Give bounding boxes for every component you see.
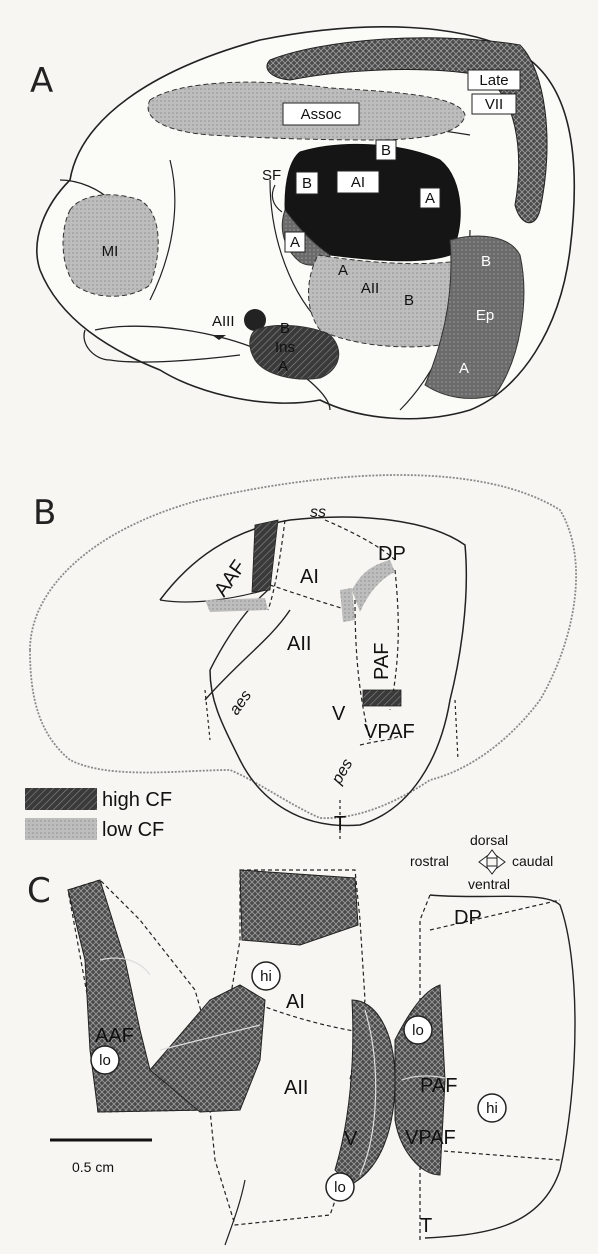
label-b-aaf: AAF (210, 556, 250, 600)
panel-b-letter: B (33, 493, 56, 533)
label-ai: AI (351, 174, 365, 191)
label-c-aii: AII (284, 1077, 308, 1099)
region-v-dark (335, 1000, 395, 1185)
arrow-right-icon (497, 856, 505, 868)
label-c-t: T (420, 1215, 432, 1237)
panel-c: C AAF AI AII DP PAF V VPAF T hi (27, 870, 575, 1245)
label-ins: Ins (275, 339, 295, 356)
svg-text:hi: hi (486, 1100, 498, 1117)
arrow-down-icon (486, 866, 498, 874)
label-c-paf: PAF (420, 1075, 457, 1097)
label-ep-b: B (481, 253, 491, 270)
orientation-compass: dorsal rostral caudal ventral (410, 832, 553, 892)
label-ss: ss (310, 504, 326, 521)
label-c-v: V (344, 1128, 358, 1150)
label-ins-b: B (280, 320, 290, 337)
svg-text:lo: lo (412, 1022, 424, 1039)
label-mi: MI (102, 243, 119, 260)
label-pes: pes (328, 756, 356, 788)
marker-hi-ai: hi (252, 962, 280, 990)
panel-b: B ss AAF AI DP AII PAF aes V VPAF p (25, 475, 576, 892)
label-ep: Ep (476, 307, 494, 324)
band-dp-low (352, 560, 395, 612)
svg-text:hi: hi (260, 968, 272, 985)
label-b-dp: DP (378, 543, 406, 565)
label-c-ai: AI (286, 991, 305, 1013)
label-b-t: T (334, 813, 346, 835)
legend-high-swatch (25, 788, 97, 810)
label-dorsal: dorsal (470, 832, 508, 848)
label-b-ai: AI (300, 566, 319, 588)
label-aiii: AIII (212, 313, 235, 330)
legend-high-label: high CF (102, 789, 172, 811)
label-aes: aes (226, 687, 255, 718)
label-c-vpaf: VPAF (405, 1127, 456, 1149)
marker-lo-paf: lo (404, 1016, 432, 1044)
label-assoc: Assoc (301, 106, 342, 123)
legend-low-label: low CF (102, 819, 164, 841)
legend: high CF low CF (25, 788, 172, 841)
band-paf-high (363, 690, 401, 706)
area-aii (308, 255, 458, 347)
panel-c-letter: C (27, 871, 51, 911)
label-ventral: ventral (468, 876, 510, 892)
label-c-dp: DP (454, 907, 482, 929)
marker-hi-paf: hi (478, 1094, 506, 1122)
arrow-left-icon (479, 856, 487, 868)
band-aaf-low (205, 598, 268, 612)
label-ai-a-bottom: A (290, 234, 300, 251)
label-sf: SF (262, 167, 281, 184)
label-aii: AII (361, 280, 379, 297)
label-b-aii: AII (287, 633, 311, 655)
label-c-aaf: AAF (95, 1025, 134, 1047)
label-rostral: rostral (410, 853, 449, 869)
label-ins-a: A (278, 358, 288, 375)
scale-bar-label: 0.5 cm (72, 1159, 114, 1175)
band-aaf-high (252, 520, 278, 592)
panel-a: A Late VII Assoc MI B B AI A SF (30, 27, 574, 419)
region-ai-dark (240, 870, 358, 945)
label-vii: VII (485, 96, 503, 113)
label-ep-a: A (459, 360, 469, 377)
label-aii-b: B (404, 292, 414, 309)
legend-low-swatch (25, 818, 97, 840)
marker-lo-v: lo (326, 1173, 354, 1201)
label-late: Late (479, 72, 508, 89)
arrow-up-icon (486, 850, 498, 858)
panel-a-letter: A (30, 61, 53, 101)
label-caudal: caudal (512, 853, 553, 869)
label-b-paf: PAF (371, 643, 393, 680)
label-ai-b-left: B (302, 175, 312, 192)
svg-text:lo: lo (334, 1179, 346, 1196)
label-ai-a-right: A (425, 190, 435, 207)
label-b-v: V (332, 703, 346, 725)
label-b-vpaf: VPAF (364, 721, 415, 743)
label-aii-a: A (338, 262, 348, 279)
marker-lo-aaf: lo (91, 1046, 119, 1074)
label-ai-b-top: B (381, 142, 391, 159)
svg-text:lo: lo (99, 1052, 111, 1069)
